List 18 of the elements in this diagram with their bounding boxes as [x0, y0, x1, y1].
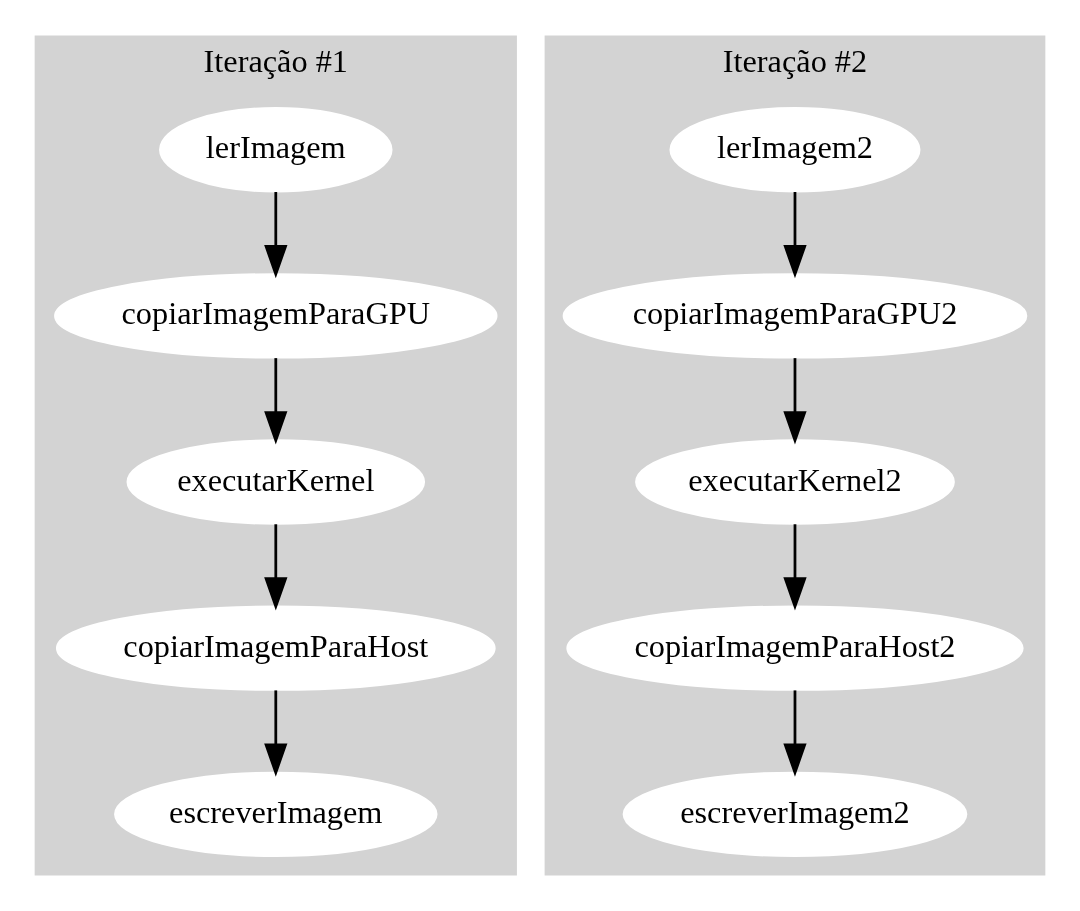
node-ellipse: copiarImagemParaHost2 [566, 605, 1024, 691]
arrow [264, 690, 288, 777]
node-ellipse: executarKernel [126, 439, 426, 525]
node-ellipse: escreverImagem [114, 771, 438, 857]
arrow [783, 524, 807, 611]
arrow [783, 358, 807, 445]
node-ellipse: lerImagem [159, 107, 393, 193]
arrow [264, 524, 288, 611]
node-ellipse: copiarImagemParaGPU2 [562, 273, 1028, 359]
node-ellipse: escreverImagem2 [622, 771, 968, 857]
node-ellipse: copiarImagemParaHost [55, 605, 496, 691]
arrow [783, 690, 807, 777]
node-ellipse: copiarImagemParaGPU [54, 273, 498, 359]
node-ellipse: lerImagem2 [669, 107, 921, 193]
arrow [264, 358, 288, 445]
arrow [264, 192, 288, 279]
arrow [783, 192, 807, 279]
node-ellipse: executarKernel2 [635, 439, 955, 525]
